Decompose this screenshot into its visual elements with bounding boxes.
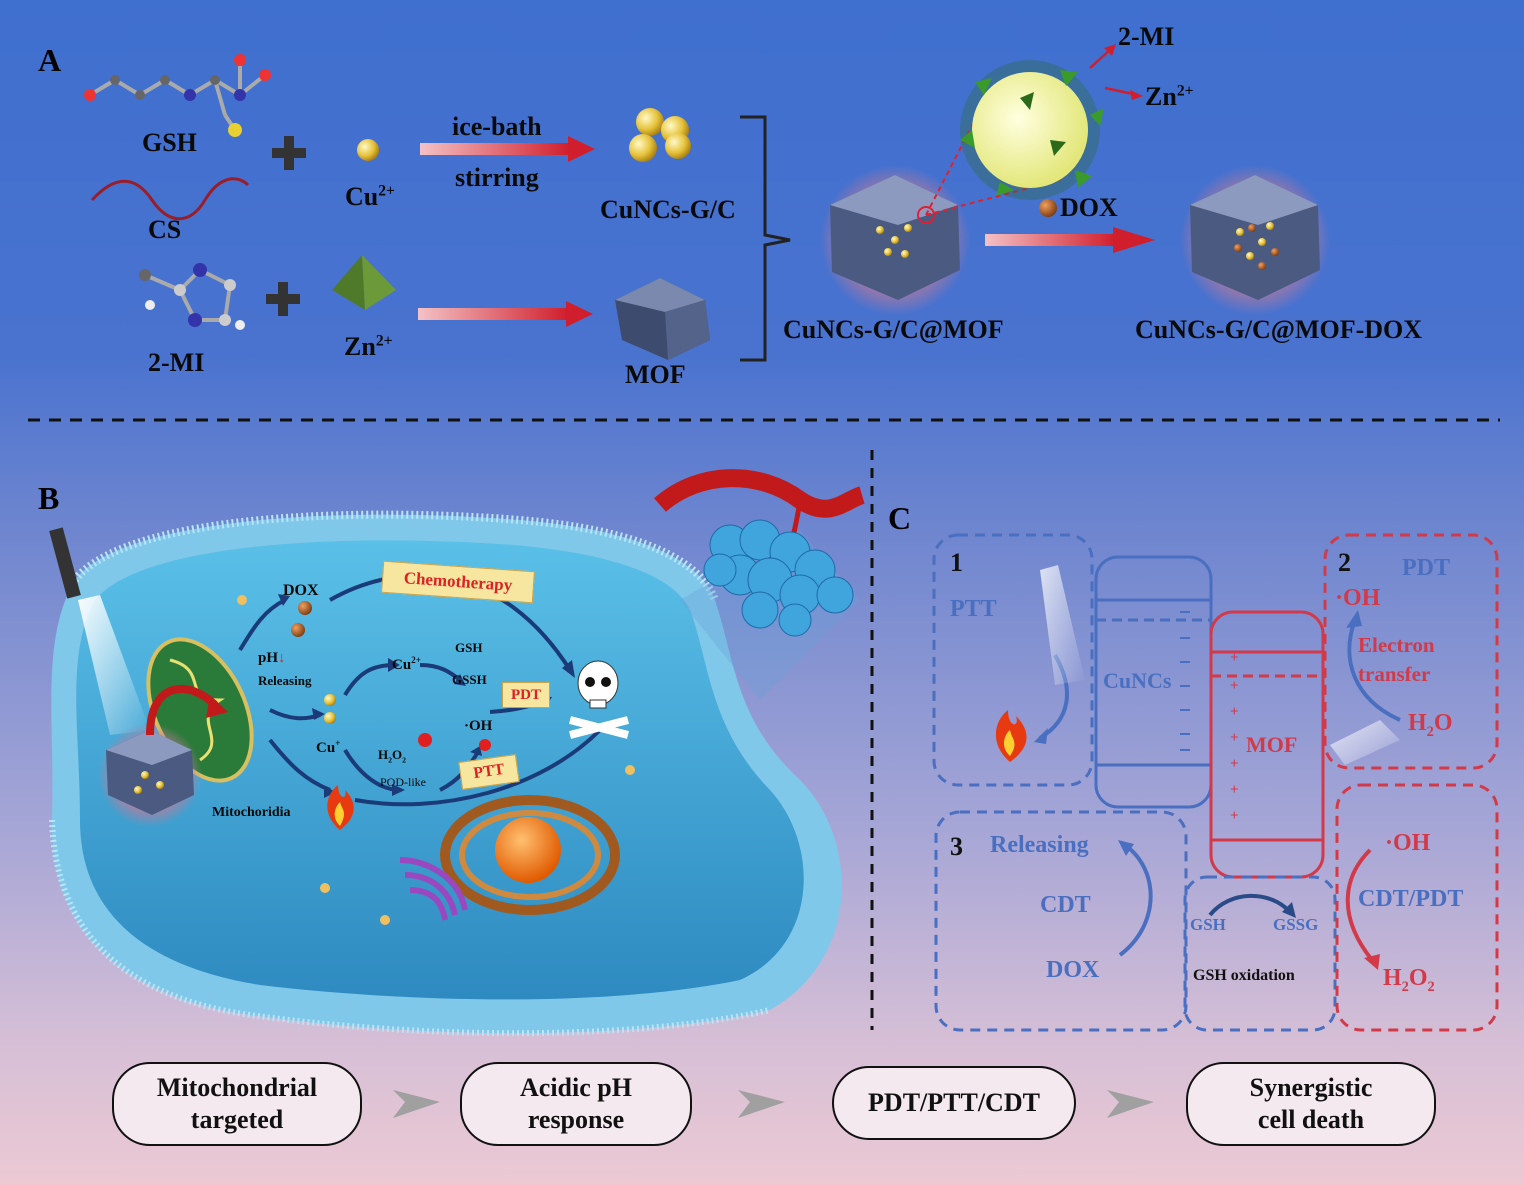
process-arrowheads-c [1034,610,1380,970]
composite-label: CuNCs-G/C@MOF [783,315,1004,344]
synthesis-arrow-icon [418,136,1155,327]
golgi-icon [399,857,468,921]
cell-particles [237,595,635,925]
plus-icon [266,136,306,316]
cuncs-cluster-icon [629,108,691,162]
pdt-tag: PDT [502,682,550,708]
flow-step-synergistic: Synergistic cell death [1186,1062,1436,1146]
cu-plus-label-b: Cu+ [316,738,341,756]
mito-label: Mitochoridia [212,805,291,820]
zn-label: Zn2+ [344,332,393,361]
pod-label: POD-like [380,775,426,789]
release-zn-label: Zn2+ [1145,82,1194,111]
bracket-icon [740,115,791,362]
release-2mi-label: 2-MI [1118,22,1175,51]
oh-label-c: ·OH [1335,585,1381,611]
cell-mof-particle-icon [98,684,228,827]
mof-shell-sphere-icon [960,60,1104,217]
gssg-label-c: GSSG [1273,915,1319,934]
plus-mark: + [1230,704,1239,720]
panel-label-a: A [38,42,62,78]
gsh-label-c: GSH [1190,915,1226,934]
plus-mark: + [1230,782,1239,798]
composite-mof-icon [820,119,1061,315]
cuncs-label-c: CuNCs [1103,668,1172,693]
h2o2-label-c: H2O2 [1383,965,1435,995]
flame-icon [327,710,1027,830]
final-mof-dox-icon [1180,165,1330,315]
plus-mark: + [1230,808,1239,824]
plus-mark: + [1230,678,1239,694]
box1-number: 1 [950,548,963,577]
cu-ion-icon [357,139,379,161]
nucleus-icon [440,795,620,915]
2mi-molecule-icon [139,263,245,330]
flow-step-therapy: PDT/PTT/CDT [832,1066,1076,1140]
band-diagram [932,533,1499,1032]
oh-label-b: ·OH [464,718,493,734]
panel-label-c: C [888,500,912,536]
flow-arrow-icon [393,1090,1154,1118]
dox-label-a: DOX [1060,193,1118,222]
mof-polyhedron-icon [615,278,710,360]
electron-label-1: Electron [1358,633,1435,657]
pdt-label-c: PDT [1402,555,1450,581]
box2-number: 2 [1338,548,1351,577]
plus-mark: + [1230,730,1239,746]
tumor-vessel-icon [654,469,866,637]
2mi-label: 2-MI [148,348,205,377]
zn-pyramid-icon [332,255,396,310]
h2o-label-c: H2O [1408,710,1453,740]
mof-label-c: MOF [1246,732,1298,757]
electron-label-2: transfer [1358,662,1431,686]
panel-label-b: B [38,480,60,516]
cdt-pdt-label-c: CDT/PDT [1358,886,1464,912]
cdt-label-c: CDT [1040,892,1091,918]
dox-label-c: DOX [1046,957,1100,983]
dox-label-b: DOX [283,582,319,599]
gsh-molecule-icon [84,54,271,137]
laser-icon [49,527,150,735]
cs-chain-icon [90,177,250,221]
cell-illustration [49,510,860,1037]
flow-step-mitochondrial: Mitochondrial targeted [112,1062,362,1146]
release-arrow-icon [1089,44,1143,100]
cs-label: CS [148,215,182,244]
charge-marks [1180,611,1190,751]
skull-icon [568,660,630,739]
cuncs-gc-label: CuNCs-G/C [600,195,736,224]
gssh-label-b: GSSH [452,672,487,687]
ph-label: pH↓ [258,650,286,666]
box3-number: 3 [950,832,963,861]
stirring-label: stirring [455,163,539,192]
cu2-label-b: Cu2+ [392,655,421,673]
releasing-label-b: Releasing [258,673,312,688]
releasing-label-c: Releasing [990,832,1089,858]
mof-label: MOF [625,360,686,389]
final-label: CuNCs-G/C@MOF-DOX [1135,315,1423,344]
cu-label: Cu2+ [345,182,395,211]
ice-bath-label: ice-bath [452,112,542,141]
plus-mark: + [1230,756,1239,772]
oh2-label-c: ·OH [1385,830,1431,856]
gsh-oxidation-label: GSH oxidation [1193,967,1295,984]
plus-mark: + [1230,650,1239,666]
gsh-label-b: GSH [455,640,483,655]
h2o2-label-b: H2O2 [378,747,407,765]
flow-step-acidic: Acidic pH response [460,1062,692,1146]
ptt-label-c: PTT [950,596,997,622]
gsh-label: GSH [142,128,197,157]
light-beam-icon [1040,565,1400,765]
